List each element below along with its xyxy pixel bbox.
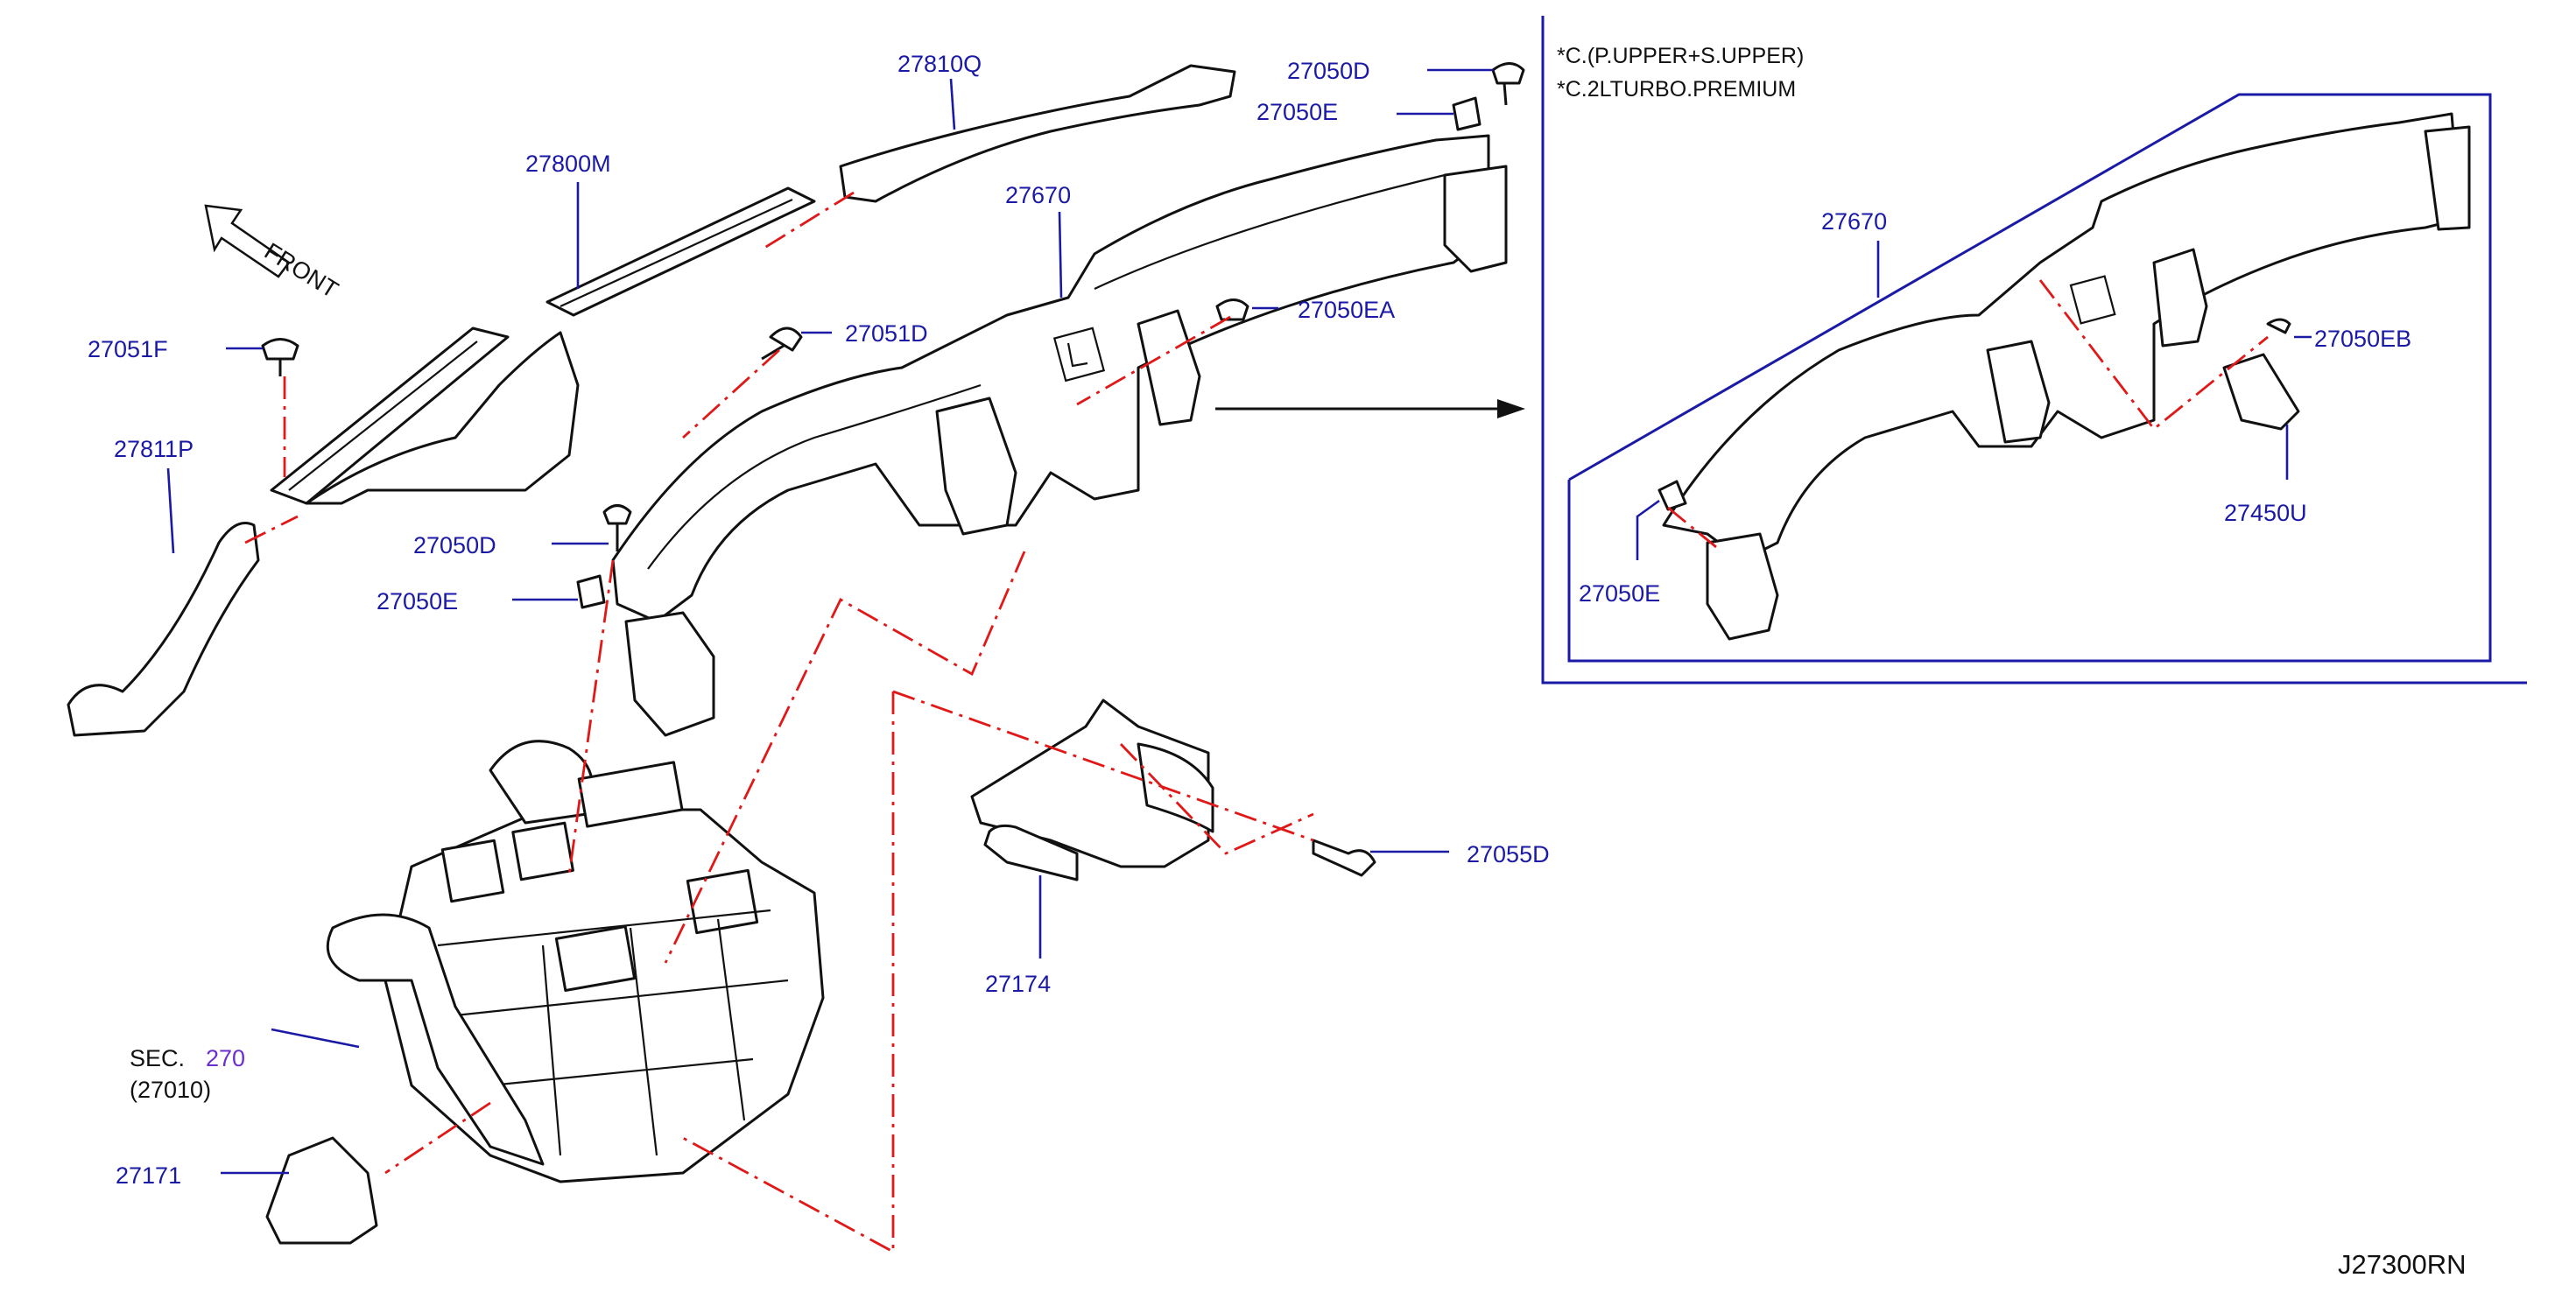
intake-duct xyxy=(326,913,545,1166)
clip-27050E-inset xyxy=(1658,480,1687,511)
section-prefix: SEC. xyxy=(130,1045,185,1071)
section-sub: (27010) xyxy=(130,1077,211,1103)
clip-27051F xyxy=(261,338,299,376)
screw-27051D xyxy=(761,327,803,361)
inset-inner-border xyxy=(1567,93,2492,663)
front-direction-indicator: FRONT xyxy=(204,204,343,303)
part-labels: 27810Q 27050D 27050E 27800M 27670 27051F… xyxy=(88,51,2411,1189)
ventilator-grille-right xyxy=(1137,742,1214,833)
center-duct-27670 xyxy=(611,134,1508,737)
diagram-code: J27300RN xyxy=(2338,1249,2466,1280)
inset-duct-27670 xyxy=(1658,112,2471,641)
label-27050E-top: 27050E xyxy=(1256,99,1338,125)
fasteners xyxy=(261,62,1525,877)
inset-side-outlet-left xyxy=(1706,532,1779,641)
inset-frame xyxy=(1541,16,2527,685)
phantom-lines xyxy=(244,191,2269,1254)
label-27050E-inset: 27050E xyxy=(1579,580,1660,607)
center-ventilator-27174 xyxy=(970,699,1214,881)
note-2: *C.2LTURBO.PREMIUM xyxy=(1557,77,1796,102)
label-27171: 27171 xyxy=(116,1162,181,1189)
label-27800M: 27800M xyxy=(525,151,611,177)
side-outlet-left xyxy=(624,611,715,737)
clip-27050EB xyxy=(2266,318,2291,334)
label-27050EB: 27050EB xyxy=(2314,326,2411,352)
center-vent-right xyxy=(1137,309,1201,426)
clip-27050E-top xyxy=(1452,96,1482,131)
label-27450U: 27450U xyxy=(2224,500,2307,526)
side-outlet-right xyxy=(1443,165,1508,273)
screw-27050D-mid xyxy=(602,504,632,551)
label-27811P: 27811P xyxy=(114,436,194,462)
label-27810Q: 27810Q xyxy=(897,51,982,77)
note-1: *C.(P.UPPER+S.UPPER) xyxy=(1557,44,1804,68)
clip-27050EA xyxy=(1215,298,1249,321)
label-27055D: 27055D xyxy=(1467,841,1550,867)
inset-center-vent-right xyxy=(2152,248,2208,348)
outlet-port-5 xyxy=(554,925,637,992)
label-27174: 27174 xyxy=(985,971,1051,997)
inset-side-outlet-right xyxy=(2424,125,2471,231)
label-27670-inset: 27670 xyxy=(1821,208,1887,235)
label-27050EA: 27050EA xyxy=(1298,297,1395,323)
screw-27055D xyxy=(1312,839,1376,877)
clip-27050E-mid xyxy=(576,574,606,609)
front-arrow-icon xyxy=(204,204,291,278)
section-reference: SEC. 270 (27010) xyxy=(130,1045,245,1103)
outlet-port-3 xyxy=(577,761,684,828)
inset-center-vent xyxy=(1986,340,2051,444)
heater-unit-assembly xyxy=(326,740,825,1183)
side-duct-27811P xyxy=(67,522,260,737)
callout-leaders xyxy=(166,68,2312,1175)
detail-arrow xyxy=(1215,399,1525,418)
label-27051F: 27051F xyxy=(88,336,168,362)
inset-outer-border xyxy=(1541,16,2527,685)
label-27050D-top: 27050D xyxy=(1287,58,1370,84)
ventilator-grille-left xyxy=(983,824,1079,881)
foot-duct-27171 xyxy=(265,1136,378,1245)
inset-notes: *C.(P.UPPER+S.UPPER) *C.2LTURBO.PREMIUM xyxy=(1557,44,1804,102)
aspirator-sensor-27450U xyxy=(2222,353,2300,431)
label-27050D-mid: 27050D xyxy=(413,532,496,558)
outlet-port-4 xyxy=(686,868,759,935)
outlet-port-2 xyxy=(511,821,574,881)
label-27051D: 27051D xyxy=(845,320,928,347)
label-27050E-mid: 27050E xyxy=(377,588,458,614)
section-number-link[interactable]: 270 xyxy=(206,1045,245,1071)
duct-27810Q xyxy=(839,64,1236,203)
defroster-nozzle-27800M xyxy=(270,186,816,505)
label-27670-main: 27670 xyxy=(1005,182,1071,208)
center-vent-left xyxy=(935,397,1017,536)
arrow-right-icon xyxy=(1497,399,1525,418)
outlet-port-1 xyxy=(440,839,505,903)
screw-27050D-top xyxy=(1491,62,1525,106)
